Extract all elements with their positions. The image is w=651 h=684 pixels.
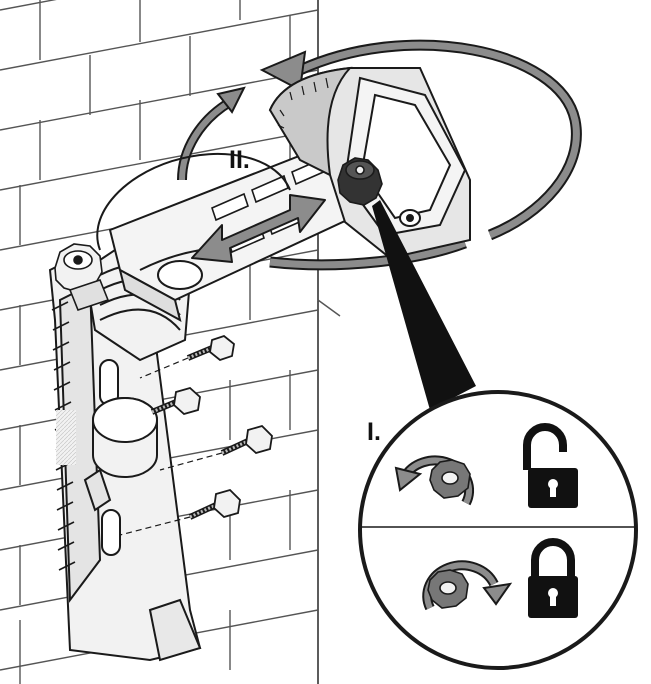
tilt-head — [268, 66, 471, 260]
open-padlock-icon — [523, 423, 578, 508]
tilt-lock-knob — [337, 157, 383, 206]
mounting-screws — [119, 334, 273, 536]
callout-leader — [372, 200, 476, 410]
screw-4 — [119, 488, 241, 536]
slide-double-arrow-icon — [191, 194, 326, 263]
detail-callout — [358, 390, 638, 670]
step-one-label: I. — [367, 418, 381, 446]
closed-padlock-icon — [528, 538, 578, 618]
hinge-lock-knob — [54, 243, 110, 311]
clockwise-arrow-icon — [422, 560, 513, 611]
step-two-label: II. — [229, 146, 250, 174]
screw-2 — [150, 386, 201, 416]
screw-3 — [159, 424, 273, 471]
knob-unlock-icon — [429, 459, 471, 499]
screw-1 — [139, 334, 235, 379]
tilt-arrow-icon — [177, 86, 246, 181]
knob-lock-icon — [427, 569, 469, 609]
swivel-arrow-icon — [259, 39, 582, 271]
